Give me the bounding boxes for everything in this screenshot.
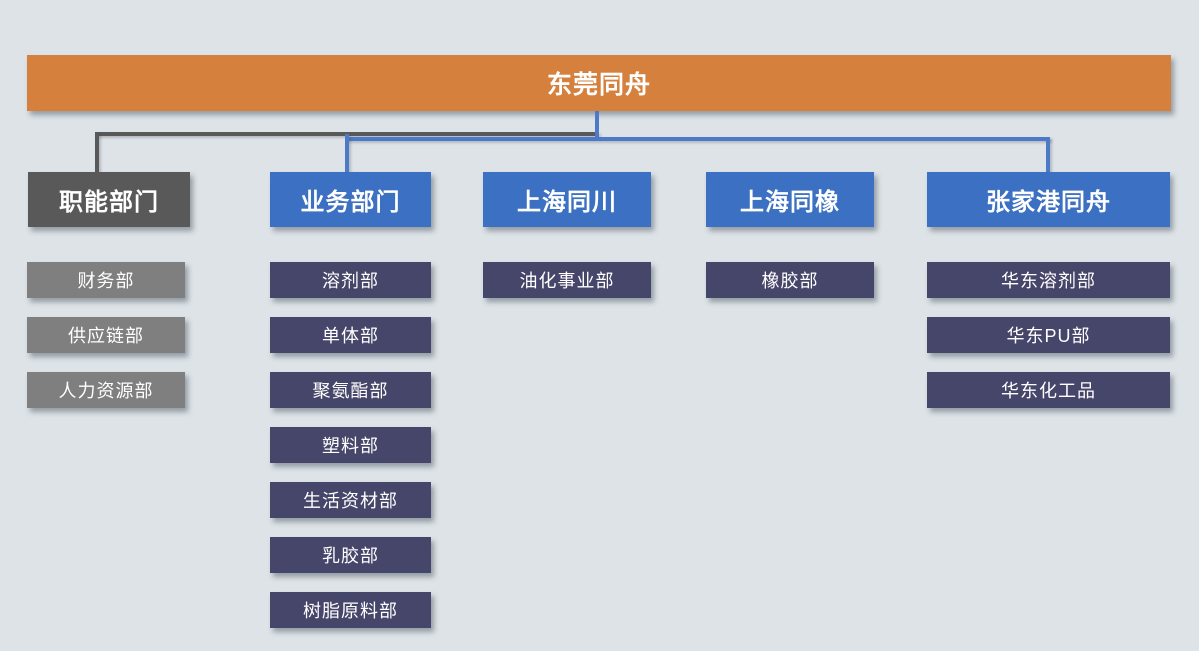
org-root-node: 东莞同舟 <box>27 55 1171 111</box>
branch-header-shanghai-tongchuan: 上海同川 <box>483 172 651 227</box>
dept-node: 华东溶剂部 <box>927 262 1170 298</box>
dept-node: 溶剂部 <box>270 262 431 298</box>
connector-dark-vertical-functional <box>95 132 99 172</box>
dept-node: 橡胶部 <box>706 262 874 298</box>
branch-header-functional: 职能部门 <box>28 172 190 227</box>
connector-blue-vertical-zhangjiagang <box>1046 137 1050 172</box>
dept-node: 油化事业部 <box>483 262 651 298</box>
dept-node: 塑料部 <box>270 427 431 463</box>
dept-node: 财务部 <box>27 262 185 298</box>
branch-header-business: 业务部门 <box>270 172 431 227</box>
dept-node: 华东PU部 <box>927 317 1170 353</box>
connector-root-stub <box>595 111 599 141</box>
dept-node: 树脂原料部 <box>270 592 431 628</box>
dept-node: 聚氨酯部 <box>270 372 431 408</box>
dept-node: 乳胶部 <box>270 537 431 573</box>
dept-node: 单体部 <box>270 317 431 353</box>
branch-header-zhangjiagang: 张家港同舟 <box>927 172 1170 227</box>
connector-blue-horizontal <box>345 137 1050 141</box>
dept-node: 供应链部 <box>27 317 185 353</box>
dept-node: 人力资源部 <box>27 372 185 408</box>
dept-node: 生活资材部 <box>270 482 431 518</box>
connector-blue-vertical-business <box>345 134 349 172</box>
dept-node: 华东化工品 <box>927 372 1170 408</box>
branch-header-shanghai-tongxiang: 上海同橡 <box>706 172 874 227</box>
